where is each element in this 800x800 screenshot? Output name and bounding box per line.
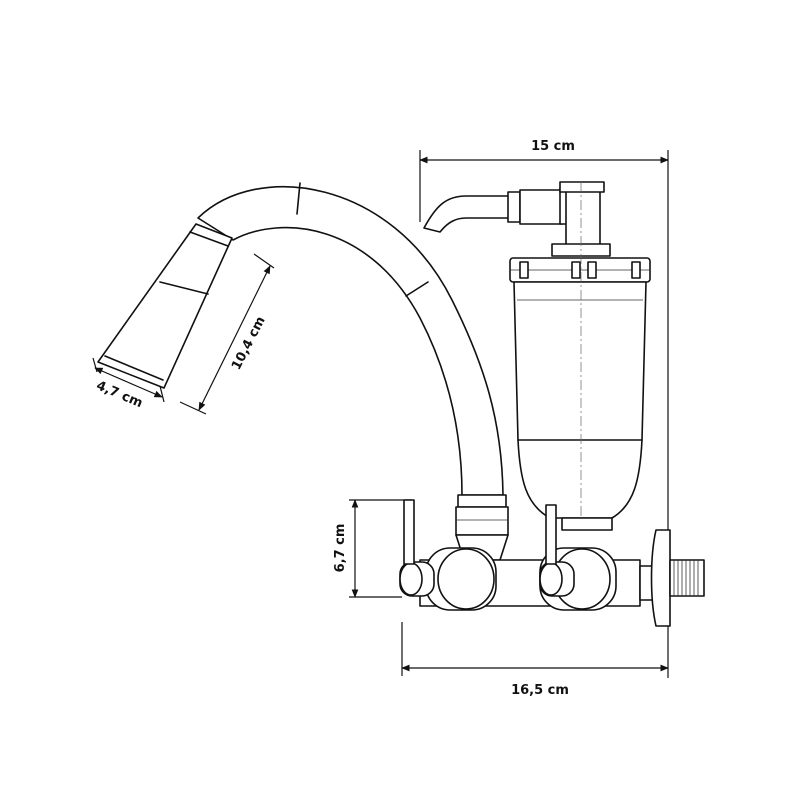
valve-body (399, 494, 705, 627)
dimension-spout-height-label: 10,4 cm (229, 314, 269, 372)
top-outlet (423, 181, 611, 257)
dimension-bottom-width: 16,5 cm (401, 622, 669, 698)
dimension-lever-height: 6,7 cm (333, 499, 412, 598)
dimension-top-width-label: 15 cm (531, 139, 575, 154)
filter-canister (509, 182, 651, 531)
thread (673, 560, 699, 596)
dimension-top-width: 15 cm (419, 139, 669, 222)
dimension-lever-height-label: 6,7 cm (333, 524, 348, 573)
spray-head (97, 223, 233, 389)
dimension-bottom-width-label: 16,5 cm (511, 683, 569, 698)
dimension-spout-width-label: 4,7 cm (94, 378, 145, 411)
